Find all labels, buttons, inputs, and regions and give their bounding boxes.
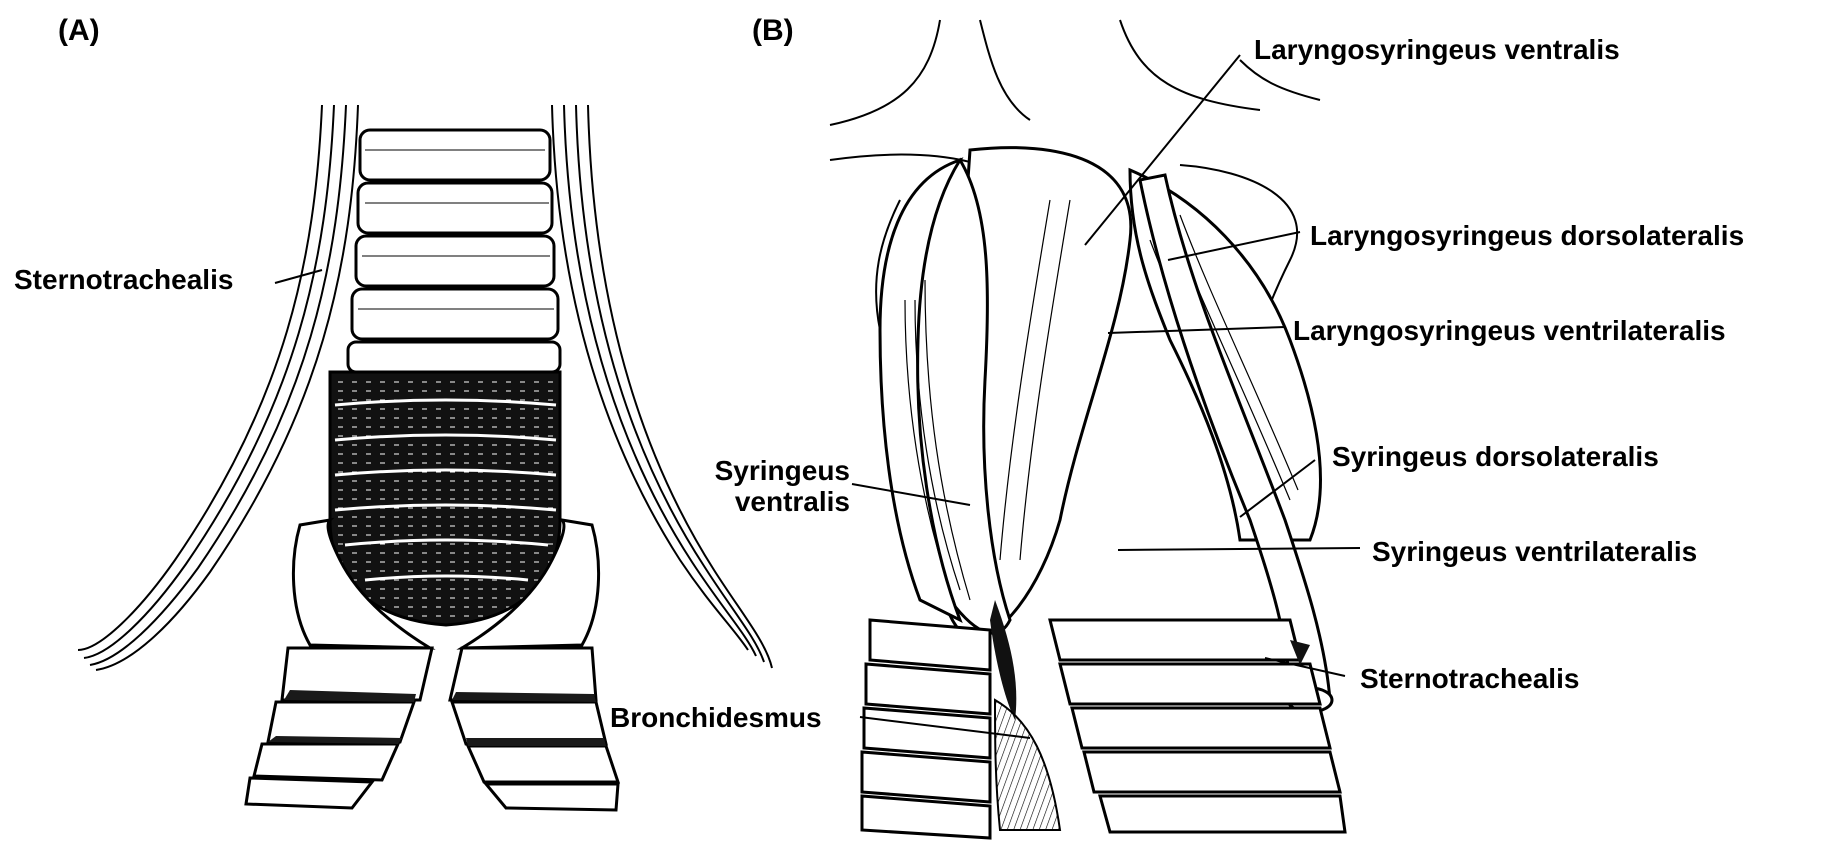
b-muscle-masses — [880, 148, 1320, 640]
b-bronchidesmus-membrane — [995, 700, 1060, 830]
panel-b-letter: (B) — [752, 14, 794, 48]
label-laryngosyringeus-ventrilateralis: Laryngosyringeus ventrilateralis — [1293, 315, 1726, 346]
label-syringeus-ventralis: Syringeus ventralis — [690, 455, 850, 518]
label-syringeus-ventrilateralis: Syringeus ventrilateralis — [1372, 536, 1697, 567]
label-a-sternotrachealis: Sternotrachealis — [14, 264, 233, 295]
label-b-sternotrachealis: Sternotrachealis — [1360, 663, 1579, 694]
label-syringeus-dorsolateralis: Syringeus dorsolateralis — [1332, 441, 1659, 472]
b-left-bronchus-rings — [862, 620, 990, 838]
b-leader-syringeus-ventrilateralis — [1118, 548, 1360, 550]
label-laryngosyringeus-dorsolateralis: Laryngosyringeus dorsolateralis — [1310, 220, 1744, 251]
label-syringeus-ventralis-line2: ventralis — [690, 486, 850, 517]
label-syringeus-ventralis-line1: Syringeus — [690, 455, 850, 486]
label-bronchidesmus: Bronchidesmus — [610, 702, 822, 733]
label-laryngosyringeus-ventralis: Laryngosyringeus ventralis — [1254, 34, 1620, 65]
panel-a-letter: (A) — [58, 14, 100, 48]
